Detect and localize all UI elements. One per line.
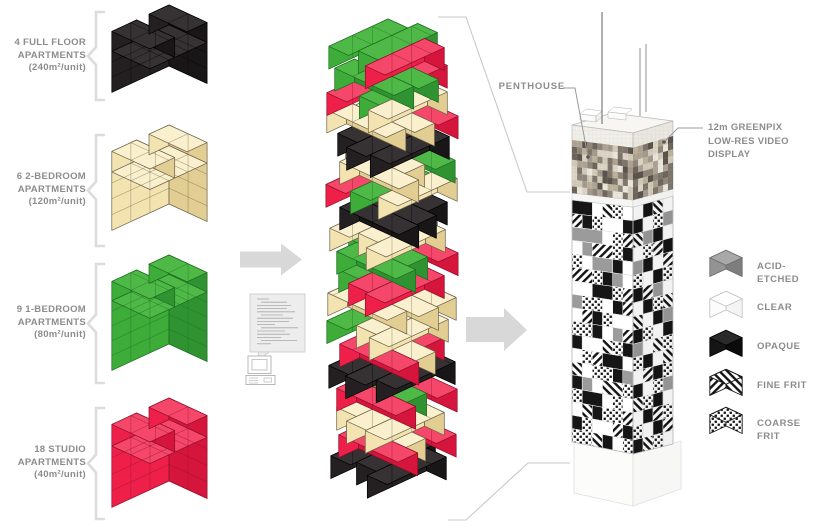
reference-lines: [438, 16, 570, 521]
legend-label-coarse-frit: COARSE FRIT: [757, 418, 801, 442]
legend-label-fine-frit: FINE FRIT: [757, 380, 807, 391]
group-bracket: [86, 406, 105, 521]
video-display-label: 12m GREENPIX LOW-RES VIDEO DISPLAY: [708, 121, 818, 162]
penthouse-video-display: [571, 106, 674, 201]
script-document-icon: [249, 293, 306, 364]
legend-label-opaque: OPAQUE: [757, 341, 801, 352]
cluster-1-bedroom: [111, 254, 208, 371]
legend-cube-clear: [709, 290, 743, 318]
group-label-studio: 18 STUDIO APARTMENTS (40m²/unit): [0, 444, 86, 482]
group-label-line: 6 2-BEDROOM: [16, 171, 86, 182]
video-display-label-line: 12m GREENPIX: [708, 122, 783, 133]
process-arrow-icon: [240, 243, 302, 276]
tower-facade: [571, 188, 674, 455]
legend-cube-opaque: [709, 329, 743, 357]
middle-tower: [325, 18, 459, 499]
group-bracket: [86, 10, 105, 102]
video-display-label-line: LOW-RES VIDEO DISPLAY: [708, 135, 789, 161]
cluster-2-bedroom: [111, 124, 208, 231]
cluster-studio: [111, 397, 208, 508]
tower-podium: [573, 440, 682, 507]
group-label-line: 4 FULL FLOOR: [14, 37, 86, 48]
group-label-line: (40m²/unit): [34, 469, 86, 480]
group-label-line: (80m²/unit): [34, 329, 86, 340]
group-label-full-floor: 4 FULL FLOOR APARTMENTS (240m²/unit): [0, 37, 86, 75]
legend-label-clear: CLEAR: [757, 302, 793, 313]
group-label-line: 18 STUDIO: [34, 444, 86, 455]
group-bracket: [86, 262, 105, 385]
group-label-line: APARTMENTS: [17, 456, 86, 468]
legend-cube-fine: [709, 368, 743, 396]
process-arrow-icon: [466, 308, 527, 351]
penthouse-label: PENTHOUSE: [498, 81, 565, 92]
group-label-line: APARTMENTS: [17, 183, 86, 195]
group-label-line: APARTMENTS: [17, 49, 86, 61]
group-bracket: [86, 133, 105, 248]
antenna-icon: [601, 12, 647, 124]
group-label-line: APARTMENTS: [17, 316, 86, 328]
legend-cube-acid: [709, 249, 743, 277]
group-label-line: (120m²/unit): [28, 196, 86, 207]
group-label-1-bedroom: 9 1-BEDROOM APARTMENTS (80m²/unit): [0, 304, 86, 342]
cluster-full-floor: [111, 4, 208, 93]
legend-label-acid-etched: ACID-ETCHED: [757, 261, 800, 285]
computer-icon: [245, 355, 276, 385]
group-label-line: (240m²/unit): [28, 62, 86, 73]
callout-leader-lines: [563, 87, 703, 159]
legend-cube-coarse: [709, 406, 743, 434]
group-label-2-bedroom: 6 2-BEDROOM APARTMENTS (120m²/unit): [0, 171, 86, 209]
group-label-line: 9 1-BEDROOM: [16, 304, 86, 315]
